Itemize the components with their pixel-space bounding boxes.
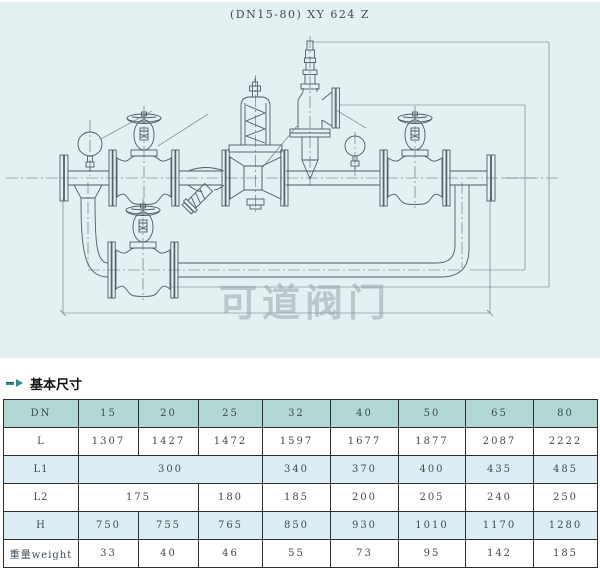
column-header: 25 xyxy=(198,399,263,428)
dimension-lines xyxy=(59,41,550,317)
column-header: 15 xyxy=(78,399,139,428)
row-label-header: DN xyxy=(3,399,79,428)
table-cell: 180 xyxy=(198,483,263,512)
table-cell: 33 xyxy=(78,539,139,568)
table-cell: 1877 xyxy=(398,427,466,456)
table-cell: 200 xyxy=(330,483,399,512)
table-cell: 850 xyxy=(262,511,331,540)
table-cell: 73 xyxy=(330,539,399,568)
table-cell: 142 xyxy=(465,539,534,568)
table-cell: 1010 xyxy=(398,511,466,540)
outlet-pressure-gauge xyxy=(344,135,366,171)
column-header: 50 xyxy=(398,399,466,428)
bypass-line xyxy=(73,184,470,278)
safety-valve xyxy=(289,40,340,181)
piping-diagram: (DN15-80) XY 624 Z xyxy=(0,2,600,358)
table-cell: 300 xyxy=(78,455,263,484)
row-label: L xyxy=(3,427,79,456)
table-cell: 1677 xyxy=(330,427,399,456)
inlet-pressure-gauge xyxy=(77,131,103,171)
table-cell: 250 xyxy=(533,483,598,512)
inlet-flange xyxy=(59,154,69,202)
table-cell: 1307 xyxy=(78,427,139,456)
outlet-flange xyxy=(486,154,496,202)
centerlines xyxy=(6,36,558,271)
table-cell: 1472 xyxy=(198,427,263,456)
row-label: H xyxy=(3,511,79,540)
table-cell: 1597 xyxy=(262,427,331,456)
diagram-canvas: (DN15-80) XY 624 Z xyxy=(0,2,600,358)
table-cell: 185 xyxy=(533,539,598,568)
column-header: 40 xyxy=(330,399,399,428)
table-cell: 2222 xyxy=(533,427,598,456)
table-cell: 205 xyxy=(398,483,466,512)
diagram-background xyxy=(0,2,600,358)
table-cell: 1427 xyxy=(138,427,199,456)
table-cell: 340 xyxy=(262,455,331,484)
table-cell: 755 xyxy=(138,511,199,540)
table-cell: 765 xyxy=(198,511,263,540)
table-cell: 400 xyxy=(398,455,466,484)
table-cell: 435 xyxy=(465,455,534,484)
table-cell: 55 xyxy=(262,539,331,568)
column-header: 32 xyxy=(262,399,331,428)
column-header: 80 xyxy=(533,399,598,428)
table-cell: 1170 xyxy=(465,511,534,540)
row-label: 重量weight xyxy=(3,539,79,568)
diagram-title: (DN15-80) XY 624 Z xyxy=(230,8,370,21)
row-label: L1 xyxy=(3,455,79,484)
table-cell: 95 xyxy=(398,539,466,568)
table-cell: 930 xyxy=(330,511,399,540)
pressure-reducing-valve xyxy=(221,78,289,210)
row-label: L2 xyxy=(3,483,79,512)
dashes-arrow-icon xyxy=(6,379,23,387)
table-cell: 175 xyxy=(78,483,199,512)
table-cell: 46 xyxy=(198,539,263,568)
table-cell: 485 xyxy=(533,455,598,484)
table-cell: 370 xyxy=(330,455,399,484)
table-cell: 240 xyxy=(465,483,534,512)
table-cell: 1280 xyxy=(533,511,598,540)
table-cell: 185 xyxy=(262,483,331,512)
table-cell: 750 xyxy=(78,511,139,540)
table-cell: 40 xyxy=(138,539,199,568)
y-strainer xyxy=(181,167,225,215)
column-header: 20 xyxy=(138,399,199,428)
section-title: 基本尺寸 xyxy=(30,377,83,393)
section-header: 基本尺寸 xyxy=(6,374,600,393)
table-cell: 2087 xyxy=(465,427,534,456)
column-header: 65 xyxy=(465,399,534,428)
watermark: 可道阀门 xyxy=(219,281,391,325)
